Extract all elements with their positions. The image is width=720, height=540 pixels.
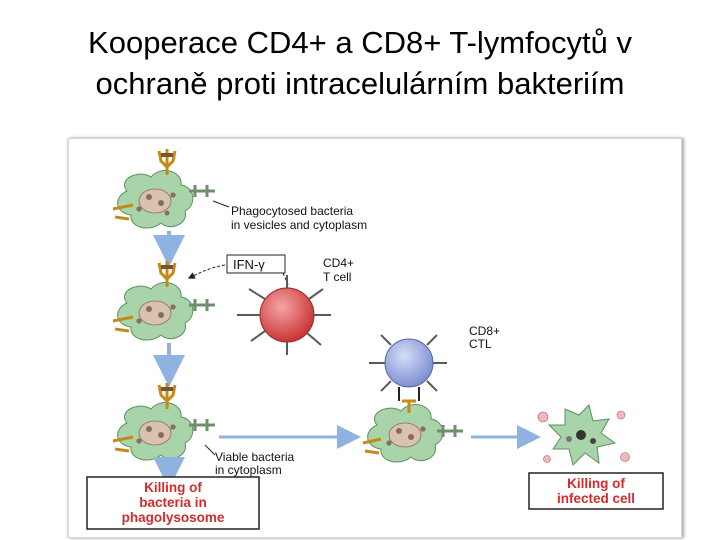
phagocytosed-pointer: [212, 200, 230, 208]
macrophage-3: [112, 383, 215, 461]
killed-cell: [537, 404, 630, 466]
killing-phagolysosome-box: Killing of bacteria in phagolysosome: [86, 476, 260, 530]
cd8-label-1: CD8+: [469, 324, 500, 338]
ifn-gamma-box: [226, 254, 286, 274]
macrophage-1: [112, 149, 215, 229]
macrophage-4: [362, 399, 463, 463]
cd4-t-cell: [237, 275, 331, 355]
killing-infected-cell-box: Killing of infected cell: [528, 472, 664, 510]
ifn-arrow: [187, 264, 226, 279]
killing-phago-line-2: bacteria in: [139, 495, 207, 510]
viable-label-2: in cytoplasm: [215, 463, 282, 477]
cd8-ctl: [369, 334, 447, 401]
viable-label-1: Viable bacteria: [215, 450, 294, 464]
killing-phago-line-3: phagolysosome: [122, 510, 225, 525]
diagram-svg: Phagocytosed bacteria in vesicles and cy…: [86, 149, 664, 530]
phagocytosed-label-2: in vesicles and cytoplasm: [231, 218, 367, 232]
diagram-panel: Phagocytosed bacteria in vesicles and cy…: [68, 138, 682, 538]
killing-cell-line-1: Killing of: [567, 476, 625, 491]
title-line-1: Kooperace CD4+ a CD8+ T-lymfocytů v: [88, 25, 632, 60]
ifn-gamma-label: IFN-γ: [233, 257, 265, 272]
viable-pointer: [204, 444, 216, 456]
killing-cell-line-2: infected cell: [557, 491, 635, 506]
killing-phago-line-1: Killing of: [144, 480, 202, 495]
title-line-2: ochraně proti intracelulárním bakteriím: [95, 66, 625, 101]
cd4-label-1: CD4+: [323, 256, 354, 270]
cd4-label-2: T cell: [323, 270, 351, 284]
cd8-label-2: CTL: [469, 337, 492, 351]
macrophage-2: [112, 261, 215, 341]
slide-title: Kooperace CD4+ a CD8+ T-lymfocytů v ochr…: [0, 22, 720, 104]
phagocytosed-label-1: Phagocytosed bacteria: [231, 204, 353, 218]
